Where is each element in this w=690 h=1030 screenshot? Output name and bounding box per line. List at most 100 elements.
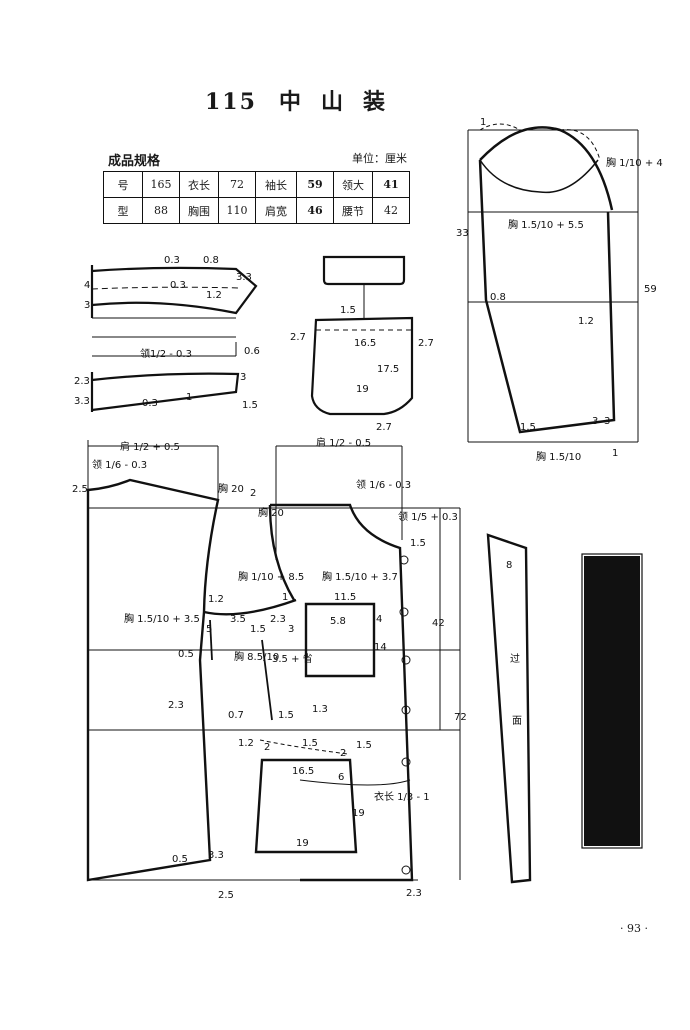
table-cell: 胸围 xyxy=(179,197,219,224)
front-label: 肩 1/2 - 0.5 xyxy=(316,436,371,449)
front-label: 11.5 xyxy=(334,592,356,603)
front-label: 2 xyxy=(264,742,270,753)
back-label: 0.5 xyxy=(178,649,194,660)
sleeve-label: 1.5 xyxy=(520,422,536,433)
table-cell: 110 xyxy=(218,197,256,224)
front-label: 2.3 xyxy=(406,888,422,899)
sleeve-label: 胸 1.5/10 + 5.5 xyxy=(508,218,584,231)
facing-label: 8 xyxy=(506,560,512,571)
back-label: 肩 1/2 + 0.5 xyxy=(120,440,180,453)
front-label: 19 xyxy=(296,838,309,849)
front-label: 4 xyxy=(376,614,382,625)
front-label: 胸 1.5/10 + 3.7 xyxy=(322,570,398,583)
back-labels: 肩 1/2 + 0.5 领 1/6 - 0.3 2.5 胸 20 2 胸 1.5… xyxy=(72,440,256,901)
front-label: 72 xyxy=(454,712,467,723)
sleeve-labels: 1 胸 1/10 + 4 33 胸 1.5/10 + 5.5 59 0.8 1.… xyxy=(456,117,663,463)
front-label: 1 xyxy=(282,592,288,603)
front-label: 1.3 xyxy=(312,704,328,715)
sleeve-draft xyxy=(467,123,639,443)
collar-label: 0.3 xyxy=(170,280,186,291)
marker-layout xyxy=(581,553,643,849)
front-label: 42 xyxy=(432,618,445,629)
table-cell: 42 xyxy=(372,197,410,224)
collar-label: 0.8 xyxy=(203,255,219,266)
back-label: 0.5 xyxy=(172,854,188,865)
table-cell: 46 xyxy=(296,197,334,224)
front-label: 1.5 xyxy=(250,624,266,635)
sleeve-label: 33 xyxy=(456,228,469,239)
front-label: 1.5 xyxy=(356,740,372,751)
back-label: 胸 1.5/10 + 3.5 xyxy=(124,612,200,625)
front-label: 领 1/6 - 0.3 xyxy=(356,478,411,491)
collar-label: 2.3 xyxy=(74,376,90,387)
back-label: 2.5 xyxy=(218,890,234,901)
spec-table: 号 165 衣长 72 袖长 59 领大 41 型 88 胸围 110 肩宽 4… xyxy=(103,171,410,224)
table-cell: 41 xyxy=(372,171,410,198)
back-label: 领 1/6 - 0.3 xyxy=(92,458,147,471)
title-number: 115 xyxy=(205,89,257,115)
table-cell: 衣长 xyxy=(179,171,219,198)
table-row: 型 88 胸围 110 肩宽 46 腰节 42 xyxy=(103,197,410,224)
sleeve-label: 3 xyxy=(592,416,598,427)
pocket-labels: 1.5 16.5 2.7 2.7 17.5 19 2.7 xyxy=(290,305,434,433)
back-label: 1.2 xyxy=(208,594,224,605)
front-label: 领 1/5 + 0.3 xyxy=(398,510,458,523)
collar-labels: 0.3 0.8 3.3 4 0.3 1.2 3 0.6 2.3 3 3.3 0.… xyxy=(74,255,260,411)
back-label: 2.5 xyxy=(72,484,88,495)
back-label: 2.3 xyxy=(168,700,184,711)
pocket-label: 1.5 xyxy=(340,305,356,316)
back-label: 0.7 xyxy=(228,710,244,721)
collar-label: 3 xyxy=(240,372,246,383)
collar-label: 1 xyxy=(186,392,192,403)
spec-heading: 成品规格 xyxy=(108,154,161,169)
sleeve-label: 1.2 xyxy=(578,316,594,327)
pocket-label: 2.7 xyxy=(376,422,392,433)
collar-label: 4 xyxy=(84,280,90,291)
front-labels: 肩 1/2 - 0.5 领 1/6 - 0.3 胸 20 领 1/5 + 0.3… xyxy=(230,436,467,899)
front-label: 1.2 xyxy=(238,738,254,749)
front-label: 2 xyxy=(340,748,346,759)
pocket-flap xyxy=(322,255,406,318)
sleeve-label: 0.8 xyxy=(490,292,506,303)
back-label: 3.3 xyxy=(208,850,224,861)
front-label: 5.8 xyxy=(330,616,346,627)
front-label: 1.5 xyxy=(302,738,318,749)
table-cell: 肩宽 xyxy=(255,197,297,224)
front-label: 1.5 xyxy=(278,710,294,721)
patch-pocket xyxy=(310,316,414,416)
collar-label: 1.2 xyxy=(206,290,222,301)
sleeve-label: 胸 1/10 + 4 xyxy=(606,156,663,169)
sleeve-label: 胸 1.5/10 xyxy=(536,450,581,463)
front-label: 1.5 xyxy=(410,538,426,549)
page-number: · 93 · xyxy=(620,922,648,935)
facing-label: 过 xyxy=(510,652,520,665)
body-draft xyxy=(86,440,461,882)
collar-label: 0.6 xyxy=(244,346,260,357)
back-label: 胸 20 xyxy=(218,482,244,495)
marker-layout-fill xyxy=(584,556,640,846)
back-label: 5 xyxy=(206,624,212,635)
collar-label: 3.3 xyxy=(74,396,90,407)
facing-labels: 8 过 面 xyxy=(506,560,522,727)
table-cell: 72 xyxy=(218,171,256,198)
sleeve-label: 1 xyxy=(480,117,486,128)
front-label: 3.5 xyxy=(230,614,246,625)
collar-formula: 领1/2 - 0.3 xyxy=(140,347,192,360)
front-label: 3 xyxy=(288,624,294,635)
front-label: 2.3 xyxy=(270,614,286,625)
spec-unit: 单位：厘米 xyxy=(352,152,407,165)
collar-label: 3 xyxy=(84,300,90,311)
collar-label: 1.5 xyxy=(242,400,258,411)
table-cell: 袖长 xyxy=(255,171,297,198)
front-label: 胸 1/10 + 8.5 xyxy=(238,570,304,583)
pocket-label: 17.5 xyxy=(377,364,399,375)
collar-label: 3.3 xyxy=(236,272,252,283)
facing-strip xyxy=(486,533,532,884)
collar-label: 0.3 xyxy=(142,398,158,409)
front-label: 胸 8.5/10 xyxy=(234,650,279,663)
front-label: 19 xyxy=(352,808,365,819)
table-cell: 型 xyxy=(103,197,143,224)
pocket-label: 16.5 xyxy=(354,338,376,349)
